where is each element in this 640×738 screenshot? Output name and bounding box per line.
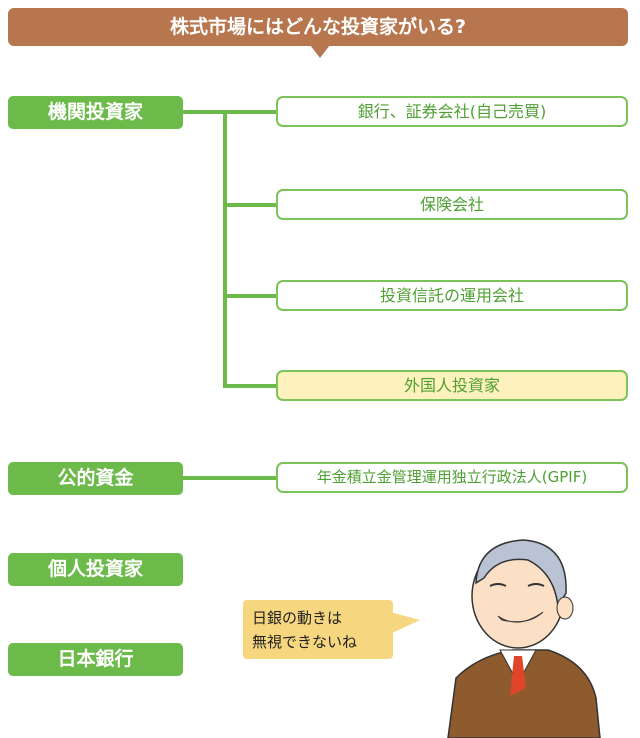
connector-line [223, 384, 277, 388]
category-public-funds: 公的資金 [8, 462, 183, 495]
businessman-illustration [447, 539, 601, 738]
investor-gpif: 年金積立金管理運用独立行政法人(GPIF) [276, 462, 628, 493]
investor-insurance: 保険会社 [276, 189, 628, 220]
investor-banks-securities: 銀行、証券会社(自己売買) [276, 96, 628, 127]
connector-line [183, 476, 277, 480]
connector-line [183, 110, 277, 114]
title-banner: 株式市場にはどんな投資家がいる? [8, 8, 628, 46]
speech-line-1: 日銀の動きは [252, 609, 343, 627]
title-banner-pointer [310, 45, 330, 58]
connector-trunk [223, 110, 227, 388]
speech-bubble: 日銀の動きは 無視できないね [243, 600, 393, 659]
investor-investment-trust: 投資信託の運用会社 [276, 280, 628, 311]
category-boj: 日本銀行 [8, 643, 183, 676]
category-individual: 個人投資家 [8, 553, 183, 586]
connector-line [223, 203, 277, 207]
category-institutional: 機関投資家 [8, 96, 183, 129]
connector-line [223, 294, 277, 298]
speech-line-2: 無視できないね [252, 633, 358, 651]
investor-foreign: 外国人投資家 [276, 370, 628, 401]
speech-bubble-tail [390, 612, 420, 634]
